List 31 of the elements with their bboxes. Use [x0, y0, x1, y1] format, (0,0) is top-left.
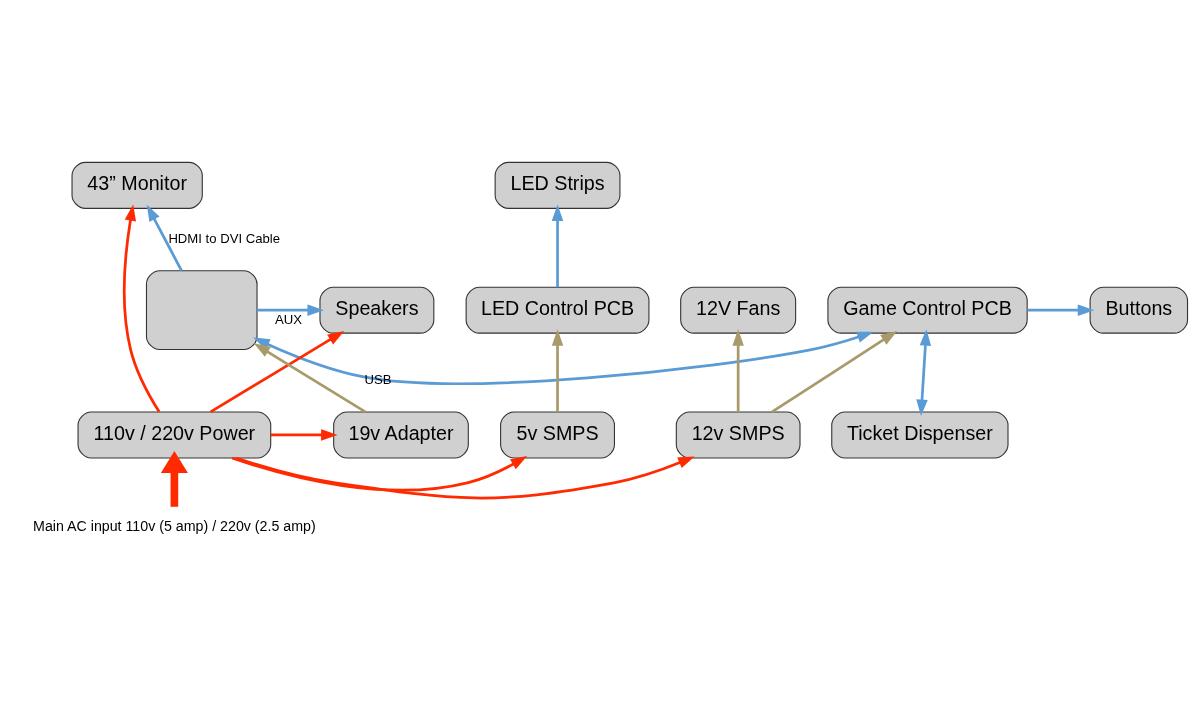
arrow — [257, 303, 324, 316]
node-box: 12V Fans — [680, 286, 797, 334]
arrow — [123, 203, 161, 413]
node-box: LED Control PCB — [465, 286, 650, 334]
arrow — [551, 328, 564, 412]
node-box: Speakers — [319, 286, 435, 334]
arrow — [732, 328, 744, 412]
node-text: Main AC input 110v (5 amp) / 220v (2.5 amp) — [33, 517, 316, 534]
node-box — [145, 269, 258, 350]
node-box: 110v / 220v Power — [77, 410, 272, 458]
arrow — [253, 342, 367, 413]
arrow — [551, 203, 564, 287]
node-box: 19v Adapter — [333, 410, 469, 458]
arrow — [270, 428, 338, 441]
node-box: 5v SMPS — [500, 410, 615, 458]
node-box: Game Control PCB — [827, 286, 1028, 334]
edge-label: HDMI to DVI Cable — [168, 230, 280, 246]
node-box: 12v SMPS — [675, 410, 801, 458]
arrow — [916, 328, 932, 416]
arrow — [1027, 303, 1095, 316]
node-box: Ticket Dispenser — [831, 410, 1009, 458]
arrow — [771, 330, 898, 413]
arrow — [253, 331, 874, 385]
arrow — [231, 455, 528, 492]
arrow — [146, 204, 183, 271]
arrow — [235, 455, 695, 499]
node-box: LED Strips — [494, 161, 621, 209]
node-box: 43” Monitor — [71, 161, 203, 209]
node-box: Buttons — [1089, 286, 1189, 334]
edge-label: AUX — [275, 311, 303, 327]
arrow — [209, 330, 345, 413]
